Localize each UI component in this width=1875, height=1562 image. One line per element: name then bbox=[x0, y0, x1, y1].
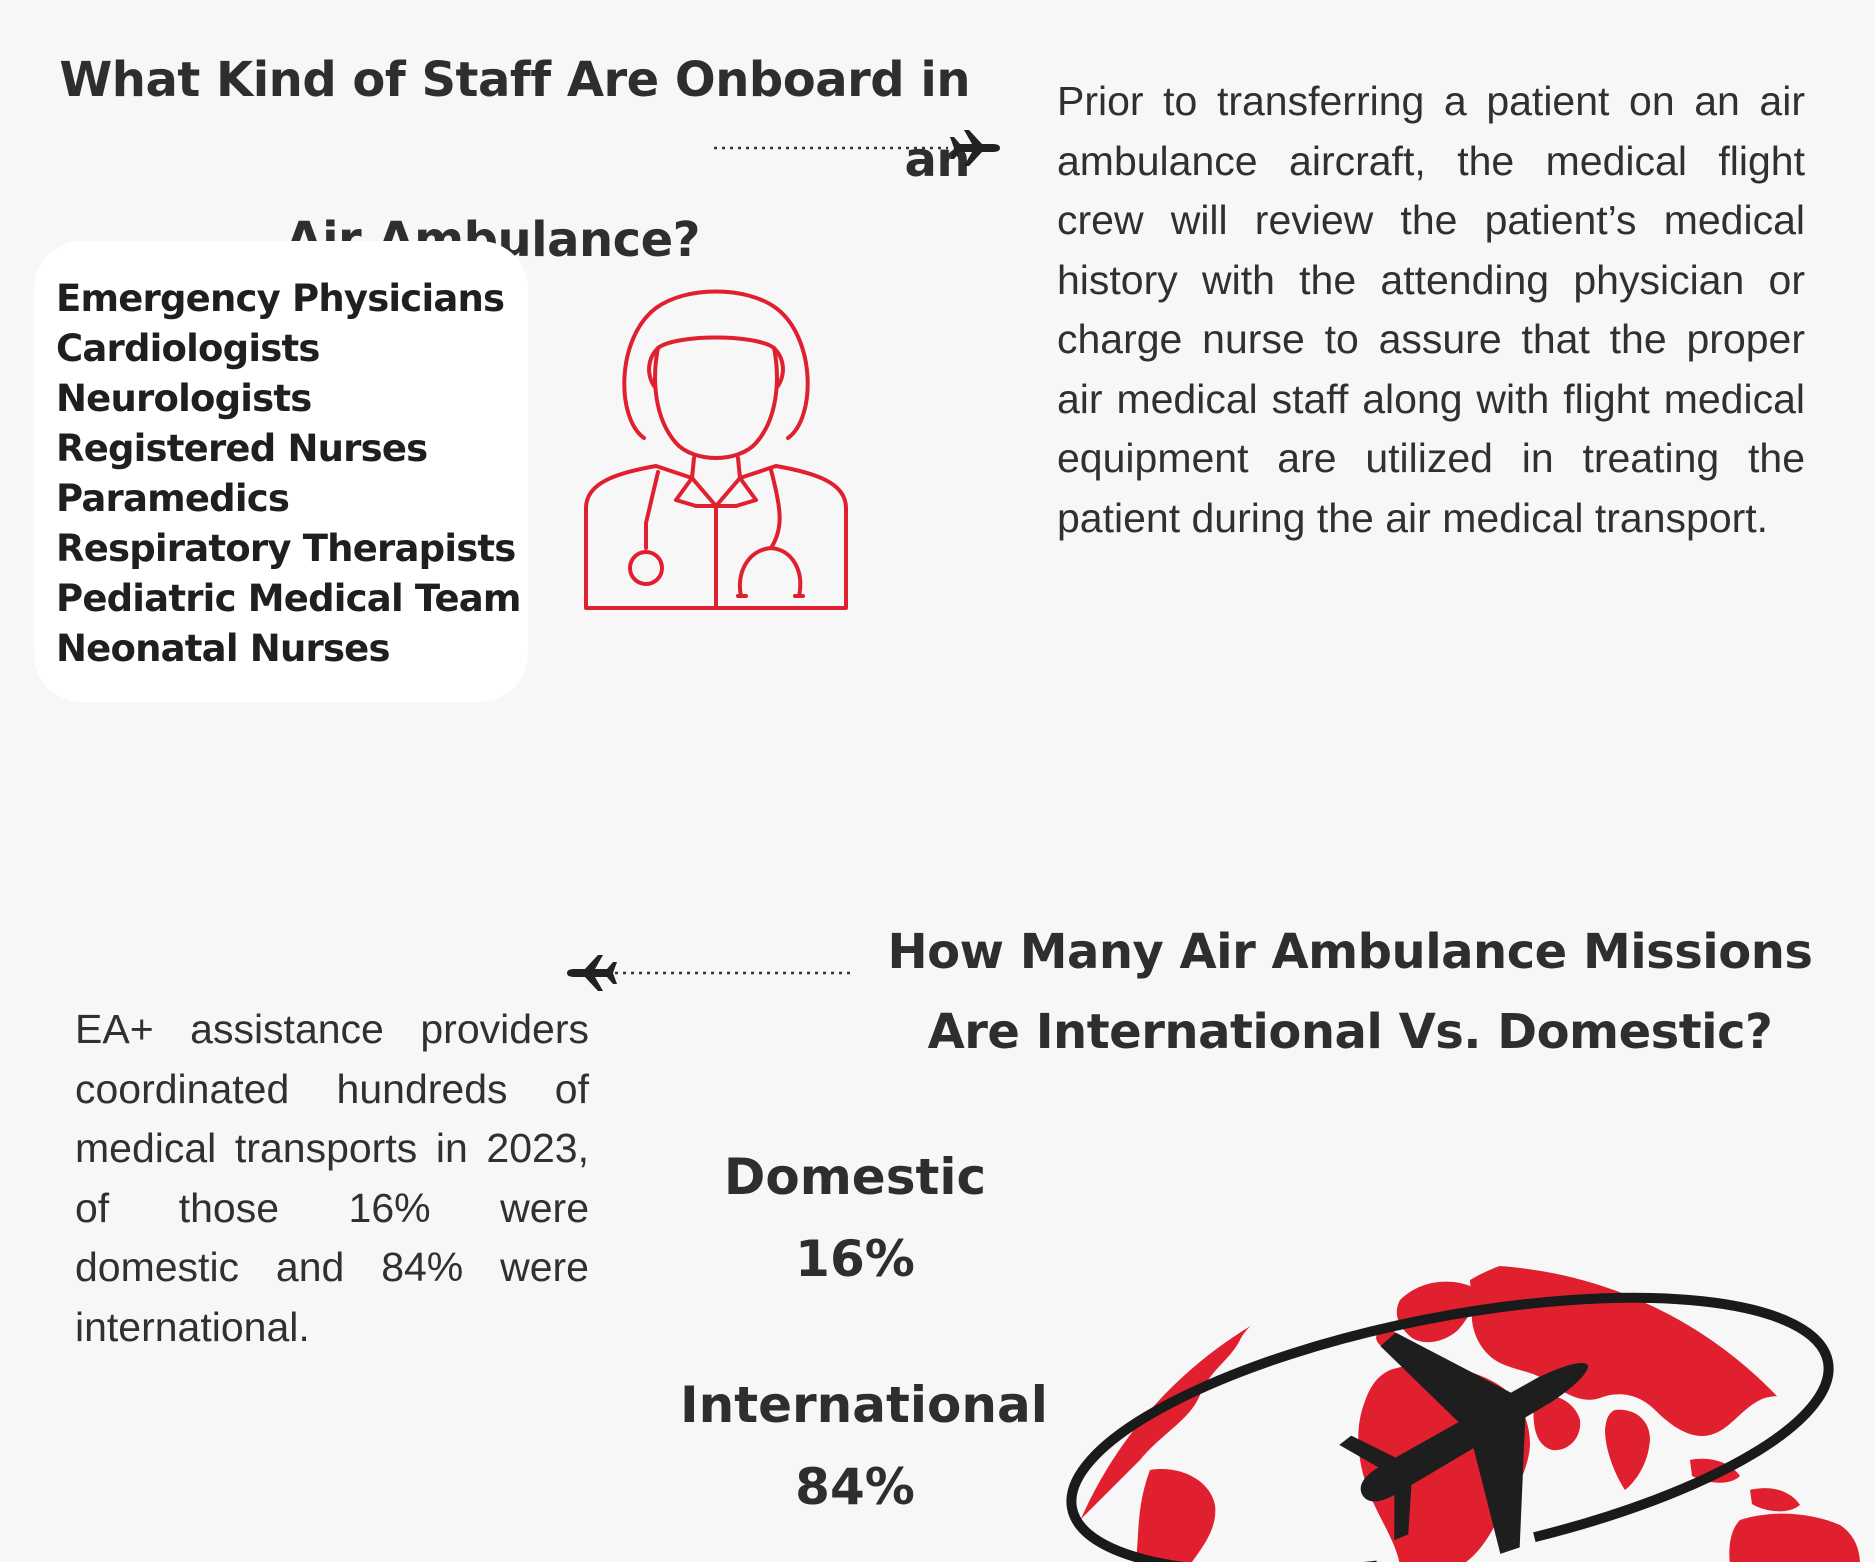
domestic-value: 16% bbox=[795, 1230, 915, 1288]
staff-list-card: Emergency Physicians Cardiologists Neuro… bbox=[34, 241, 528, 702]
staff-item: Neonatal Nurses bbox=[56, 627, 391, 670]
section1-title-line1: What Kind of Staff Are Onboard in an bbox=[59, 52, 970, 188]
domestic-label: Domestic bbox=[723, 1148, 987, 1206]
section2-title-line2: Are International Vs. Domestic? bbox=[927, 1004, 1773, 1060]
staff-item: Pediatric Medical Team bbox=[56, 577, 521, 620]
doctor-icon bbox=[584, 289, 848, 610]
staff-item: Respiratory Therapists bbox=[56, 527, 516, 570]
airplane-icon bbox=[1339, 1332, 1588, 1554]
staff-item: Paramedics bbox=[56, 477, 290, 520]
staff-item: Neurologists bbox=[56, 377, 312, 420]
dotted-connector bbox=[714, 130, 1000, 166]
domestic-stat: Domestic 16% bbox=[680, 1136, 1030, 1300]
globe-icon bbox=[1066, 1265, 1875, 1562]
staff-item: Emergency Physicians bbox=[56, 277, 505, 320]
international-stat: International 84% bbox=[680, 1364, 1048, 1528]
staff-list: Emergency Physicians Cardiologists Neuro… bbox=[34, 241, 528, 674]
international-label: International bbox=[680, 1376, 1048, 1434]
section1-title: What Kind of Staff Are Onboard in an Air… bbox=[0, 40, 970, 280]
section2-title: How Many Air Ambulance Missions Are Inte… bbox=[880, 912, 1820, 1072]
dotted-connector bbox=[567, 955, 851, 991]
section1-paragraph: Prior to transferring a patient on an ai… bbox=[1057, 78, 1805, 541]
plane-icon bbox=[567, 955, 617, 991]
staff-item: Registered Nurses bbox=[56, 427, 428, 470]
section2-paragraph: EA+ assistance providers coordinated hun… bbox=[75, 1006, 589, 1350]
plane-icon bbox=[950, 130, 1000, 166]
staff-item: Cardiologists bbox=[56, 327, 320, 370]
section2-title-line1: How Many Air Ambulance Missions bbox=[887, 924, 1813, 980]
international-value: 84% bbox=[795, 1458, 915, 1516]
